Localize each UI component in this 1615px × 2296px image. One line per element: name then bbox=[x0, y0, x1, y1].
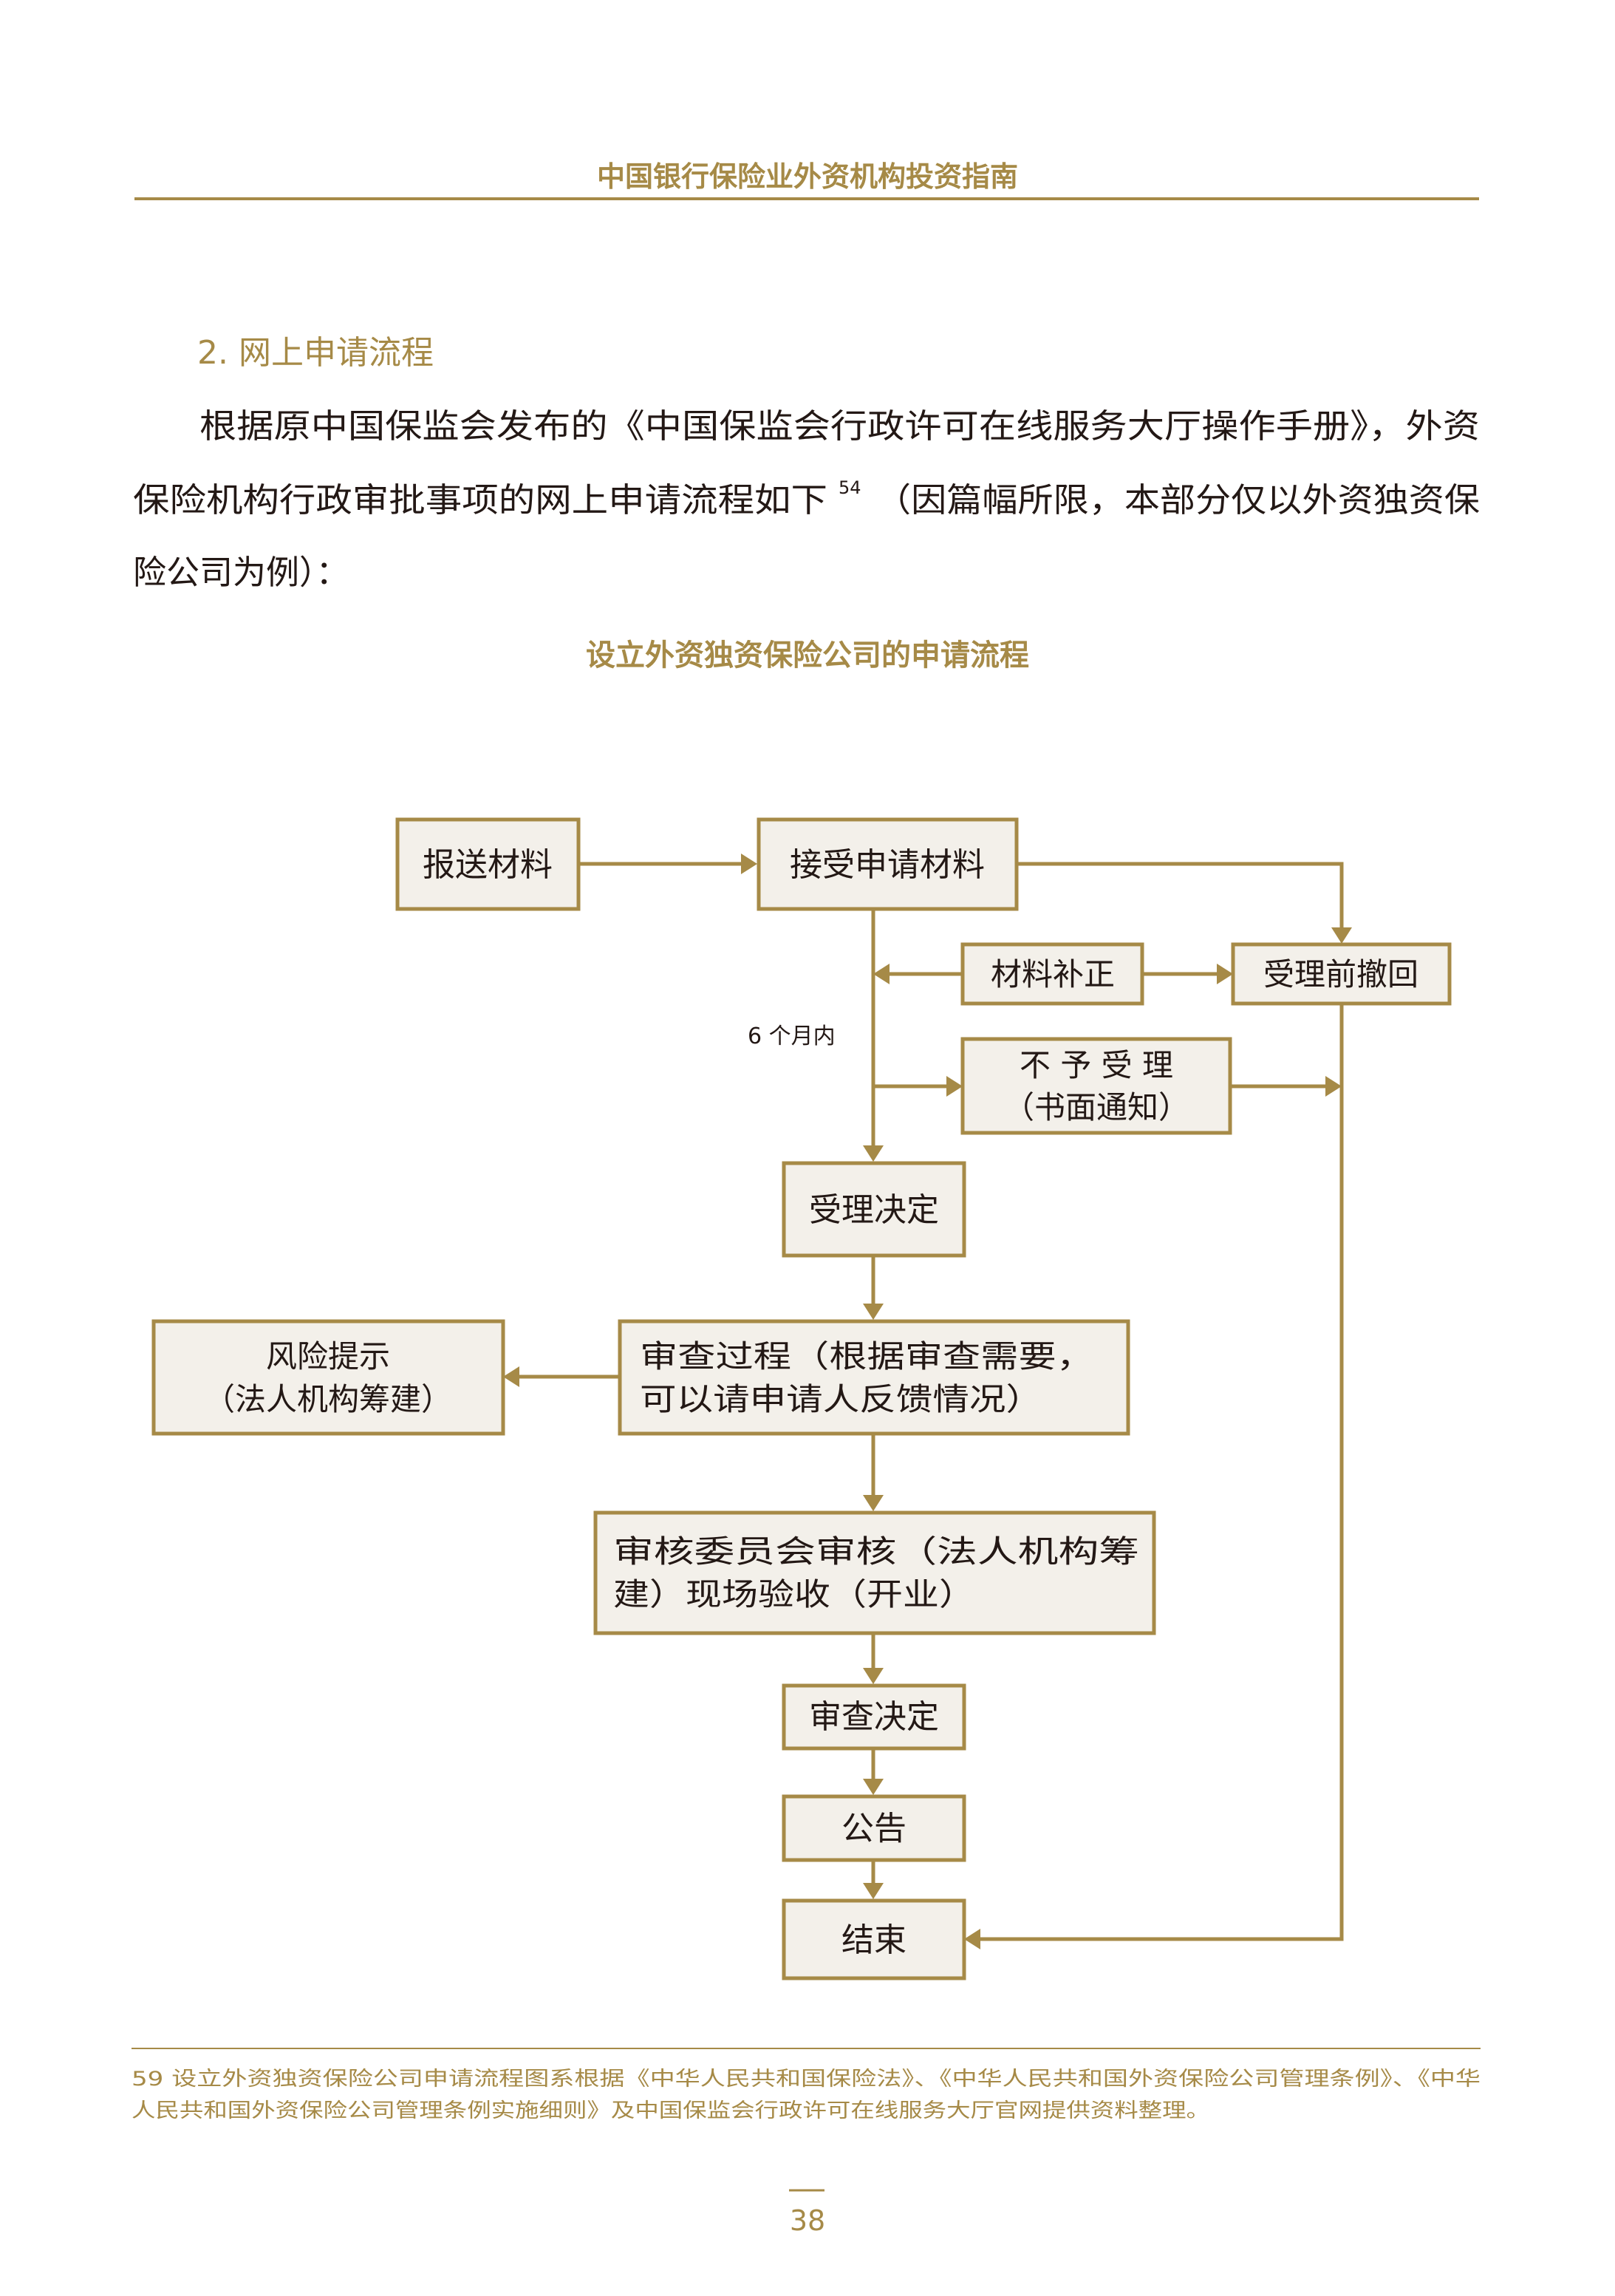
node-label-1: 审查过程（根据审查需要， bbox=[640, 1338, 1094, 1374]
node-label-2: （书面通知） bbox=[1003, 1089, 1189, 1125]
flowchart-title: 设立外资独资保险公司的申请流程 bbox=[586, 638, 1029, 672]
node-label: 报送材料 bbox=[423, 846, 553, 884]
node-submit: 报送材料 bbox=[395, 817, 581, 911]
paragraph-line-2b: （因篇幅所限，本部分仅以外资独资保 bbox=[875, 480, 1480, 520]
footnote-ref: 54 bbox=[839, 477, 861, 498]
node-accept: 接受申请材料 bbox=[757, 817, 1019, 911]
node-risk: 风险提示 （法人机构筹建） bbox=[151, 1319, 505, 1436]
node-label: 审查决定 bbox=[809, 1698, 939, 1736]
paragraph-line-2a: 保险机构行政审批事项的网上申请流程如下 bbox=[133, 480, 827, 520]
paragraph-line-3: 险公司为例）： bbox=[133, 553, 349, 592]
page-number: 38 bbox=[790, 2204, 825, 2237]
node-label: 受理前撤回 bbox=[1263, 956, 1418, 992]
node-decision: 受理决定 bbox=[782, 1161, 966, 1258]
connectors bbox=[503, 854, 1352, 1949]
paragraph-line-1: 根据原中国保监会发布的《中国保监会行政许可在线服务大厅操作手册》，外资 bbox=[199, 406, 1480, 446]
node-reject: 不 予 受 理 （书面通知） bbox=[960, 1037, 1232, 1135]
node-committee: 审核委员会审核（法人机构筹 建）现场验收（开业） bbox=[593, 1510, 1156, 1635]
time-limit-label: 6 个月内 bbox=[748, 1023, 836, 1049]
arrow-accept-withdraw bbox=[1017, 862, 1344, 930]
node-review-decision: 审查决定 bbox=[782, 1683, 966, 1751]
node-announce: 公告 bbox=[782, 1794, 966, 1862]
node-label-1: 风险提示 bbox=[266, 1338, 390, 1374]
node-withdraw: 受理前撤回 bbox=[1231, 942, 1452, 1006]
node-label-2: 可以请申请人反馈情况） bbox=[640, 1381, 1042, 1417]
running-header: 中国银行保险业外资机构投资指南 bbox=[597, 160, 1018, 193]
node-label: 材料补正 bbox=[991, 956, 1115, 992]
node-label-2: （法人机构筹建） bbox=[204, 1381, 452, 1417]
section-heading: 2. 网上申请流程 bbox=[197, 334, 434, 372]
node-label: 公告 bbox=[841, 1810, 906, 1847]
node-label: 结束 bbox=[841, 1921, 906, 1959]
node-supplement: 材料补正 bbox=[960, 942, 1144, 1006]
footnote-line-2: 人民共和国外资保险公司管理条例实施细则》及中国保监会行政许可在线服务大厅官网提供… bbox=[132, 2099, 1210, 2122]
node-label-1: 不 予 受 理 bbox=[1020, 1047, 1173, 1083]
footnote-line-1: 59 设立外资独资保险公司申请流程图系根据《中华人民共和国保险法》、《中华人民共… bbox=[132, 2068, 1481, 2091]
node-label: 受理决定 bbox=[809, 1191, 939, 1229]
arrow-withdraw-end bbox=[978, 1004, 1344, 1941]
node-end: 结束 bbox=[782, 1898, 966, 1980]
node-label-1: 审核委员会审核（法人机构筹 bbox=[613, 1533, 1139, 1570]
node-review: 审查过程（根据审查需要， 可以请申请人反馈情况） bbox=[618, 1319, 1130, 1436]
node-label-2: 建）现场验收（开业） bbox=[613, 1576, 975, 1612]
node-label: 接受申请材料 bbox=[790, 846, 985, 884]
